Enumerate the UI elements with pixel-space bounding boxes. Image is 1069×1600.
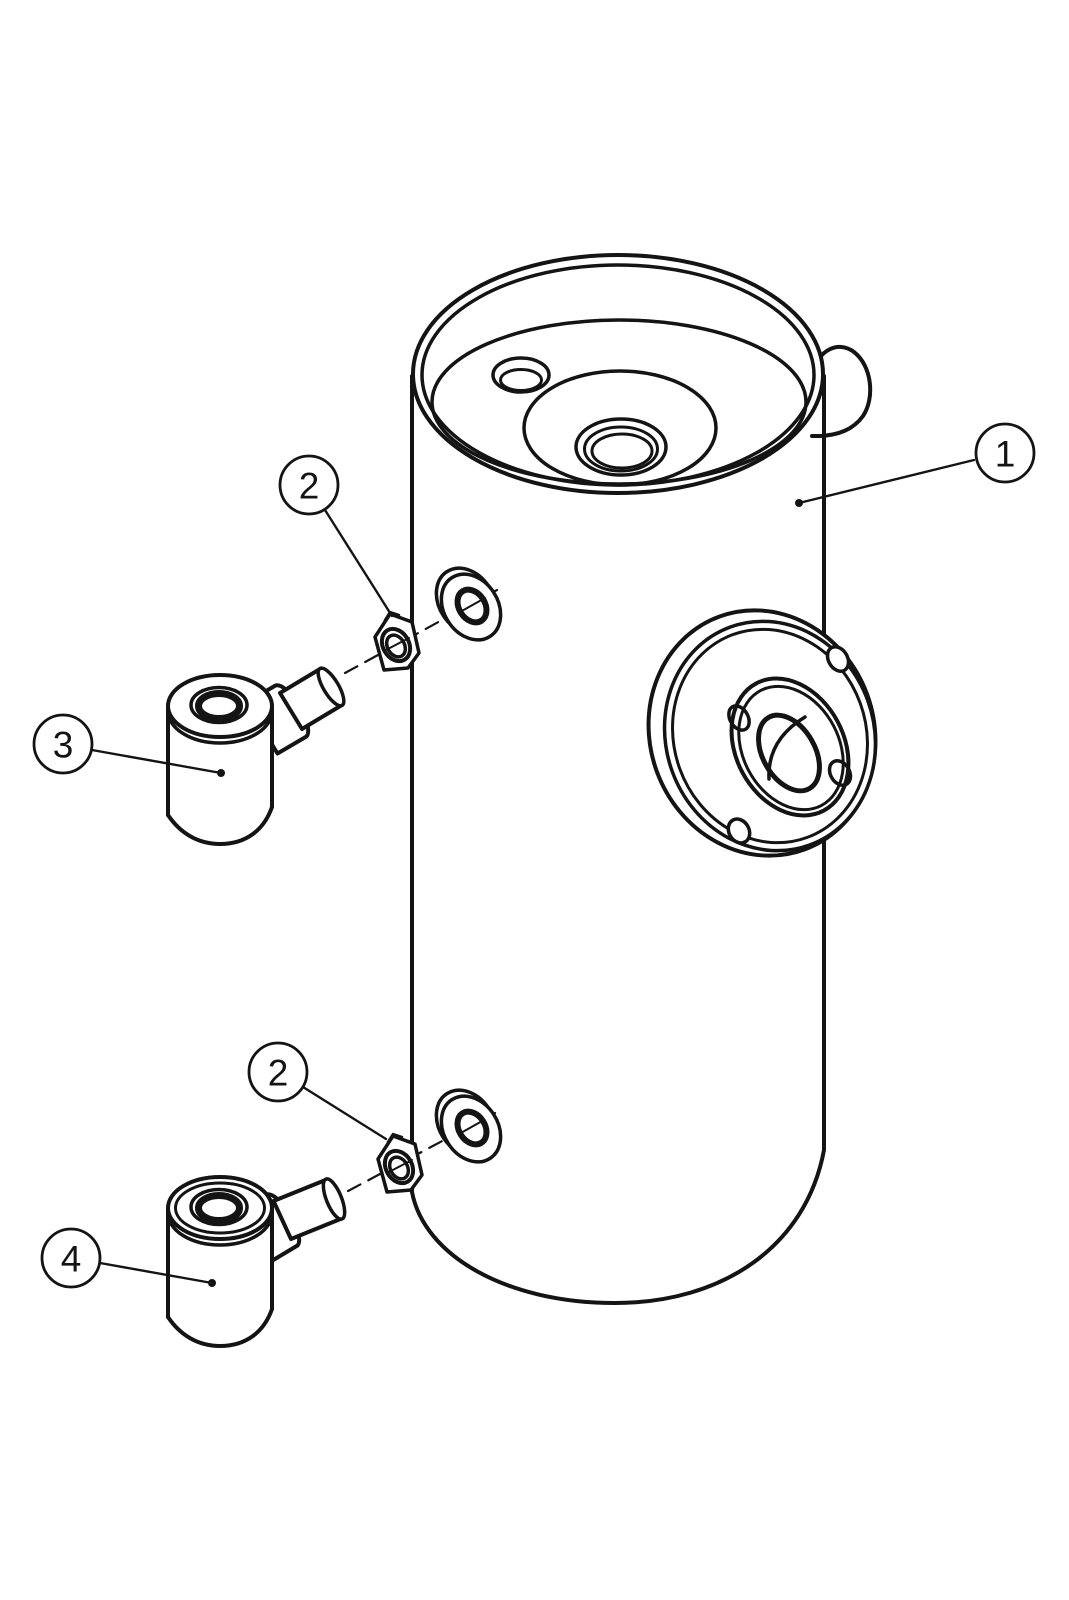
callout-bubble bbox=[247, 1041, 309, 1103]
leader-line bbox=[323, 508, 394, 618]
callout-2-upper-nut: 2 bbox=[278, 454, 394, 618]
body-bottom-edge bbox=[410, 1148, 826, 1305]
fitting-top-lip bbox=[166, 1211, 274, 1247]
upper-nut bbox=[373, 610, 421, 672]
washer-centerline-slash bbox=[458, 1119, 485, 1135]
flange-bore-chamfer bbox=[767, 715, 807, 781]
callout-bubble bbox=[974, 422, 1036, 484]
callout-3-elbow-fitting-upper: 3 bbox=[32, 713, 225, 777]
fitting-body-walls bbox=[166, 1208, 274, 1319]
filler-boss-outer bbox=[522, 369, 718, 487]
fitting-top-lip bbox=[166, 709, 274, 745]
filler-boss-hole bbox=[590, 432, 654, 470]
mounting-lug bbox=[810, 345, 873, 438]
leader-line bbox=[797, 458, 976, 505]
callout-2-lower-nut: 2 bbox=[247, 1041, 388, 1141]
flange-hub-ring-1 bbox=[729, 676, 851, 818]
callout-layer: 1 2 3 2 4 bbox=[32, 422, 1036, 1289]
fitting-port-ring bbox=[195, 690, 243, 722]
fitting-body-bottom bbox=[166, 805, 274, 846]
callout-bubble bbox=[278, 454, 340, 516]
washer-front-face bbox=[439, 572, 503, 642]
callout-1-reservoir-body: 1 bbox=[795, 422, 1036, 507]
leader-dot bbox=[217, 769, 225, 777]
fitting-stub-end bbox=[321, 1177, 347, 1221]
flange-face bbox=[662, 619, 878, 853]
callout-bubble bbox=[32, 713, 94, 775]
leader-line bbox=[90, 748, 223, 775]
callout-number: 2 bbox=[268, 1053, 289, 1094]
fitting-port-rim bbox=[189, 1187, 249, 1227]
fitting-top-rim bbox=[166, 1175, 274, 1241]
leader-dot bbox=[795, 499, 803, 507]
top-rim-outer bbox=[411, 253, 825, 495]
flange-bolt-hole-ne bbox=[825, 645, 851, 673]
filler-boss-ring-2 bbox=[583, 425, 659, 473]
flange-hub-ring-2 bbox=[737, 684, 845, 812]
vent-hole-inner bbox=[499, 368, 543, 392]
leader-line bbox=[301, 1085, 388, 1141]
flange-bore bbox=[756, 712, 822, 794]
washer-front-face bbox=[439, 1094, 503, 1164]
fitting-port-rim bbox=[189, 685, 249, 725]
callout-bubble bbox=[40, 1227, 102, 1289]
washer-centerline-slash bbox=[459, 597, 486, 613]
callout-number: 1 bbox=[995, 434, 1016, 475]
leader-dot bbox=[208, 1279, 216, 1287]
fitting-stub-end bbox=[316, 666, 346, 708]
callout-number: 2 bbox=[299, 466, 320, 507]
filler-boss-ring-1 bbox=[574, 417, 668, 477]
callout-number: 3 bbox=[53, 725, 74, 766]
fitting-body-walls bbox=[166, 706, 274, 817]
nut-centerline-slash bbox=[386, 1159, 413, 1174]
fitting-top-rim bbox=[166, 673, 274, 739]
flange-face-rim bbox=[671, 627, 869, 845]
upper-seal-washer bbox=[434, 566, 503, 642]
nut-chamfer-notch bbox=[386, 1132, 404, 1144]
mounting-flange bbox=[646, 608, 878, 858]
elbow-fitting-upper bbox=[166, 666, 346, 846]
reservoir-body bbox=[410, 253, 873, 1305]
callout-number: 4 bbox=[61, 1239, 82, 1280]
callout-4-elbow-fitting-lower: 4 bbox=[40, 1227, 216, 1289]
nut-centerline-slash bbox=[383, 637, 410, 652]
elbow-fitting-lower bbox=[166, 1175, 347, 1348]
fitting-top-rim-inner bbox=[174, 1181, 266, 1235]
flange-bolt-hole-s bbox=[726, 817, 752, 845]
fitting-port-ring bbox=[195, 1192, 243, 1224]
lower-seal-washer bbox=[434, 1088, 503, 1164]
fitting-body-bottom bbox=[166, 1307, 274, 1348]
leader-line bbox=[98, 1261, 214, 1285]
lower-nut bbox=[376, 1132, 424, 1194]
